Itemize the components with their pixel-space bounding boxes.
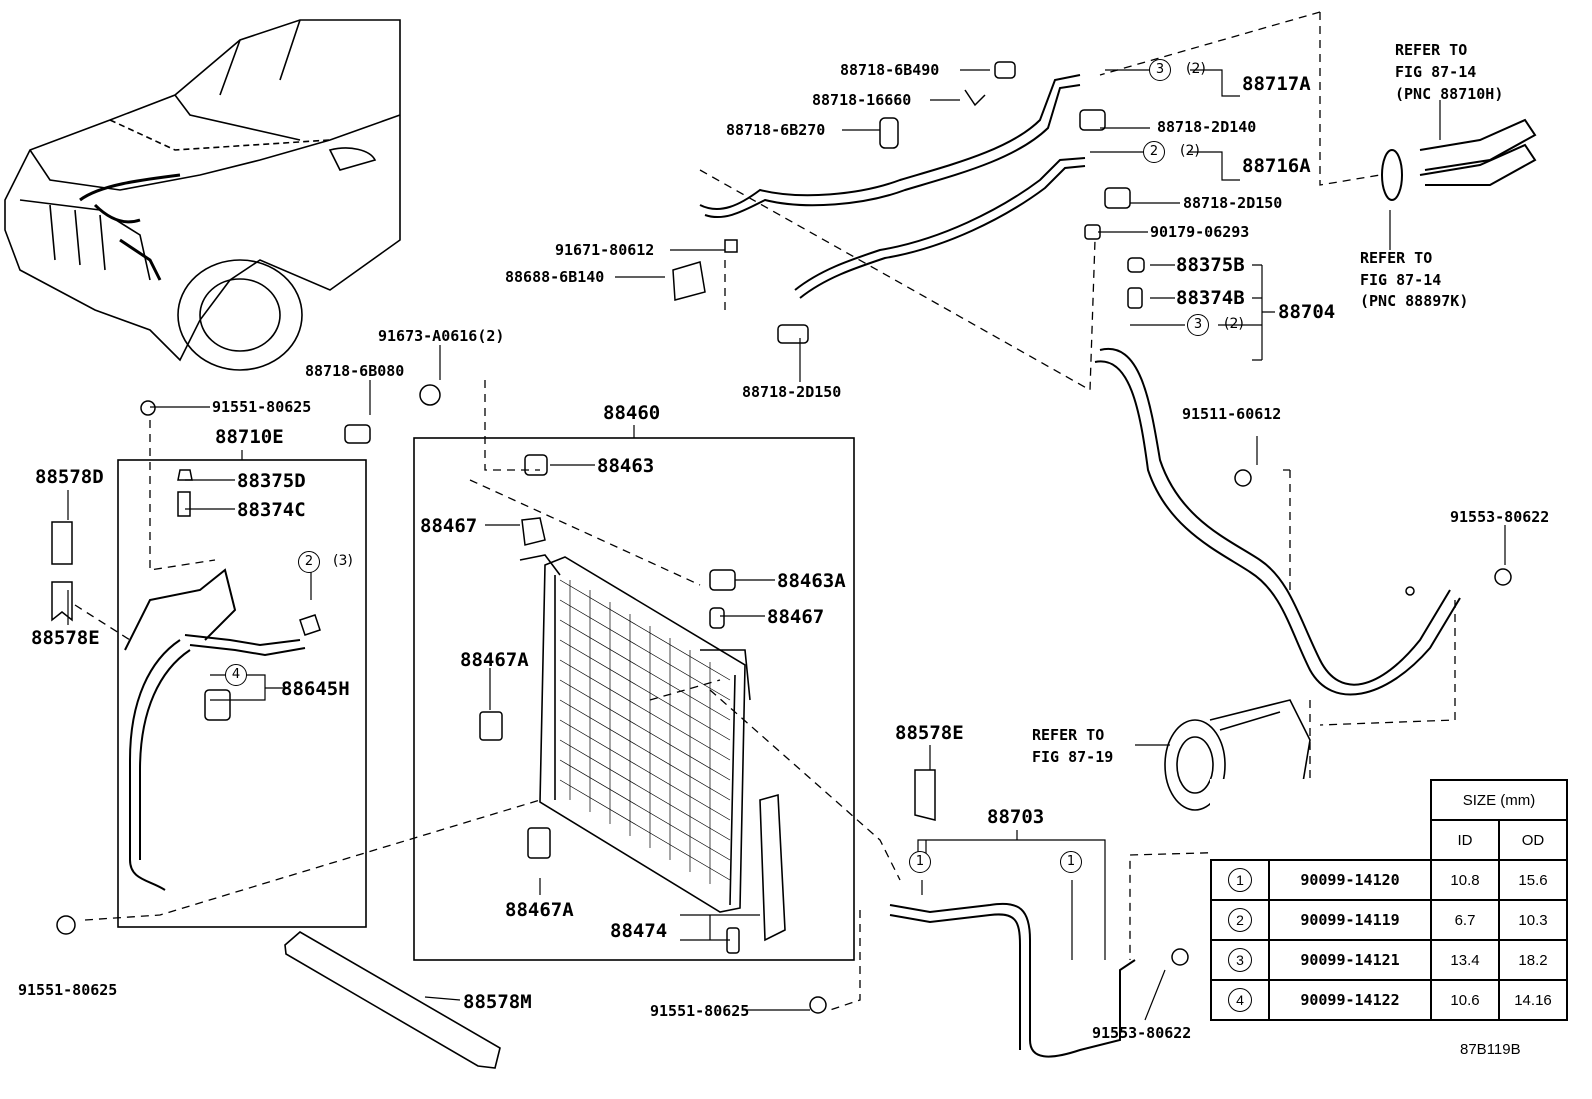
inner-diameter: 10.8 [1430, 859, 1500, 901]
part-label-88718-16660[interactable]: 88718-16660 [812, 91, 912, 109]
part-label-88718-6b080[interactable]: 88718-6B080 [305, 362, 405, 380]
oring-part-number[interactable]: 90099-14119 [1268, 899, 1432, 941]
refer-note-88897k-line1[interactable]: REFER TO [1360, 249, 1433, 267]
part-label-88578m[interactable]: 88578M [463, 991, 532, 1013]
outer-diameter: 14.16 [1498, 979, 1568, 1021]
guide-lines [74, 11, 1456, 1011]
part-label-88645h[interactable]: 88645H [281, 678, 350, 700]
table-row: 4 90099-14122 10.6 14.16 [1210, 979, 1568, 1021]
refer-note-compressor-line1[interactable]: REFER TO [1032, 726, 1105, 744]
inner-diameter: 6.7 [1430, 899, 1500, 941]
part-label-88717a[interactable]: 88717A [1242, 73, 1311, 95]
part-label-88718-6b490[interactable]: 88718-6B490 [840, 61, 940, 79]
refer-note-88897k-line3[interactable]: (PNC 88897K) [1360, 292, 1469, 310]
part-label-88374c[interactable]: 88374C [237, 499, 306, 521]
part-label-88467-right[interactable]: 88467 [767, 606, 825, 628]
left-hose-line [124, 568, 306, 891]
part-label-91511-60612[interactable]: 91511-60612 [1182, 405, 1282, 423]
liquid-tube-line [889, 902, 1136, 1058]
oring-callout-1[interactable]: 1 [909, 851, 931, 873]
row-index: 1 [1228, 868, 1252, 892]
outer-diameter: 10.3 [1498, 899, 1568, 941]
callout-quantity: (3) [333, 553, 353, 569]
oring-part-number[interactable]: 90099-14121 [1268, 939, 1432, 981]
col-od-header: OD [1498, 819, 1568, 861]
part-label-91551-80625-bottom[interactable]: 91551-80625 [650, 1002, 750, 1020]
leader-lines [67, 69, 1506, 1021]
vehicle-illustration [4, 19, 401, 371]
col-id-header: ID [1430, 819, 1500, 861]
refer-note-88710h-line1[interactable]: REFER TO [1395, 41, 1468, 59]
callout-quantity: (2) [1180, 143, 1200, 159]
part-label-88716a[interactable]: 88716A [1242, 155, 1311, 177]
callout-quantity: (2) [1186, 61, 1206, 77]
callout-quantity: (2) [1224, 316, 1244, 332]
part-label-91553-80622-bottom[interactable]: 91553-80622 [1092, 1024, 1192, 1042]
part-label-90179-06293[interactable]: 90179-06293 [1150, 223, 1250, 241]
oring-callout-3[interactable]: 3 [1187, 314, 1209, 336]
refer-note-88710h-line2[interactable]: FIG 87-14 [1395, 63, 1477, 81]
oring-callout-4[interactable]: 4 [225, 664, 247, 686]
part-label-88718-2d140[interactable]: 88718-2D140 [1157, 118, 1257, 136]
inner-diameter: 10.6 [1430, 979, 1500, 1021]
part-label-91553-80622-top[interactable]: 91553-80622 [1450, 508, 1550, 526]
part-label-88704[interactable]: 88704 [1278, 301, 1336, 323]
table-row: 2 90099-14119 6.7 10.3 [1210, 899, 1568, 941]
part-label-88718-2d150[interactable]: 88718-2D150 [1183, 194, 1283, 212]
part-label-88375b[interactable]: 88375B [1176, 254, 1245, 276]
part-label-88467a-lower[interactable]: 88467A [505, 899, 574, 921]
condenser-core [519, 554, 751, 913]
oring-callout-1[interactable]: 1 [1060, 851, 1082, 873]
row-index: 2 [1228, 908, 1252, 932]
row-index: 3 [1228, 948, 1252, 972]
part-label-88463[interactable]: 88463 [597, 455, 655, 477]
outer-diameter: 18.2 [1498, 939, 1568, 981]
oring-size-table: SIZE (mm) ID OD 1 90099-14120 10.8 15.6 … [1210, 779, 1568, 1021]
part-label-88375d[interactable]: 88375D [237, 470, 306, 492]
suction-hose-lines [699, 74, 1461, 696]
part-label-91673-a0616[interactable]: 91673-A0616(2) [378, 327, 505, 345]
oring-callout-2[interactable]: 2 [1143, 141, 1165, 163]
fitting-88710h [1381, 118, 1537, 201]
inner-diameter: 13.4 [1430, 939, 1500, 981]
part-label-88463a[interactable]: 88463A [777, 570, 846, 592]
receiver-tank [759, 793, 786, 942]
refer-note-88897k-line2[interactable]: FIG 87-14 [1360, 271, 1442, 289]
outer-diameter: 15.6 [1498, 859, 1568, 901]
size-header: SIZE (mm) [1430, 779, 1568, 821]
oring-callout-2[interactable]: 2 [298, 551, 320, 573]
oring-callout-3[interactable]: 3 [1149, 59, 1171, 81]
part-label-88467a-upper[interactable]: 88467A [460, 649, 529, 671]
part-label-91551-80625-top[interactable]: 91551-80625 [212, 398, 312, 416]
part-label-88474[interactable]: 88474 [610, 920, 668, 942]
refer-note-compressor-line2[interactable]: FIG 87-19 [1032, 748, 1114, 766]
part-label-88718-2d150-lower[interactable]: 88718-2D150 [742, 383, 842, 401]
small-parts [51, 61, 1512, 1014]
condenser-assembly-box [413, 437, 855, 961]
table-row: 3 90099-14121 13.4 18.2 [1210, 939, 1568, 981]
figure-code: 87B119B [1460, 1041, 1521, 1058]
part-label-88374b[interactable]: 88374B [1176, 287, 1245, 309]
part-label-88710e[interactable]: 88710E [215, 426, 284, 448]
row-index: 4 [1228, 988, 1252, 1012]
part-label-88467-left[interactable]: 88467 [420, 515, 478, 537]
part-label-91671-80612[interactable]: 91671-80612 [555, 241, 655, 259]
refer-note-88710h-line3[interactable]: (PNC 88710H) [1395, 85, 1504, 103]
part-label-88703[interactable]: 88703 [987, 806, 1045, 828]
part-label-88718-6b270[interactable]: 88718-6B270 [726, 121, 826, 139]
cover-88578m [284, 931, 501, 1069]
oring-part-number[interactable]: 90099-14120 [1268, 859, 1432, 901]
part-label-88460[interactable]: 88460 [603, 402, 661, 424]
part-label-88578e-left[interactable]: 88578E [31, 627, 100, 649]
part-label-88578d[interactable]: 88578D [35, 466, 104, 488]
part-label-88688-6b140[interactable]: 88688-6B140 [505, 268, 605, 286]
table-row: 1 90099-14120 10.8 15.6 [1210, 859, 1568, 901]
part-label-88578e-right[interactable]: 88578E [895, 722, 964, 744]
oring-part-number[interactable]: 90099-14122 [1268, 979, 1432, 1021]
part-label-91551-80625-left[interactable]: 91551-80625 [18, 981, 118, 999]
